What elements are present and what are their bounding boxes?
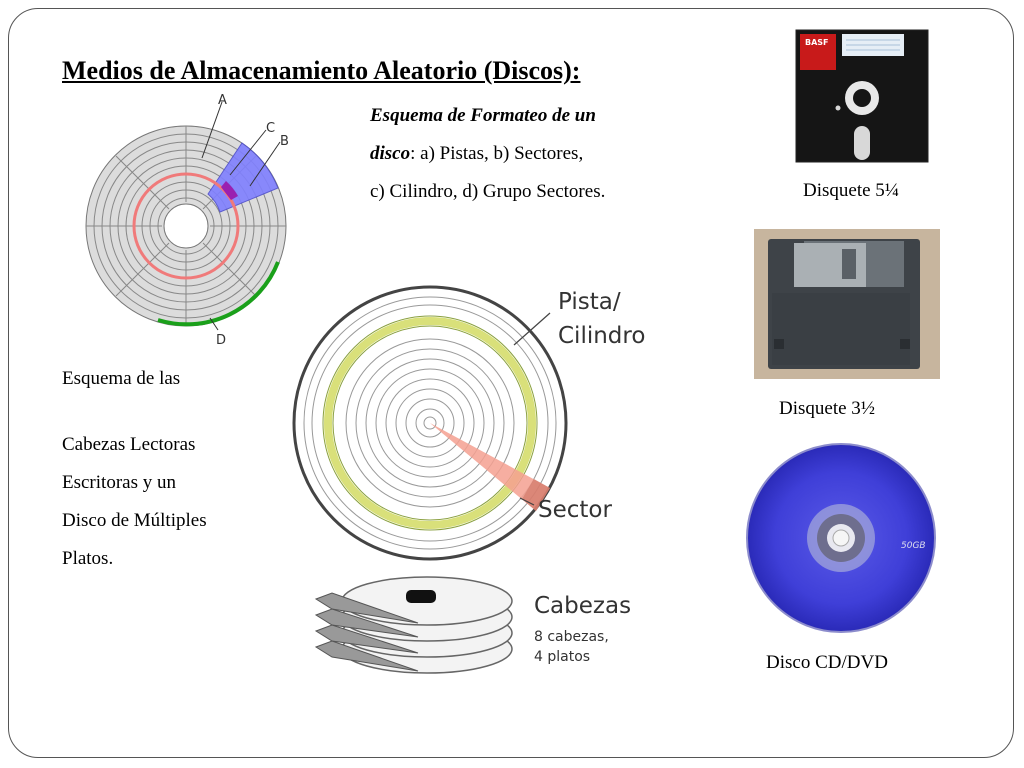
label-d: D — [216, 333, 226, 348]
desc-line2-italic: disco — [370, 143, 411, 164]
slide-title: Medios de Almacenamiento Aleatorio (Disc… — [62, 56, 581, 85]
floppy-35-caption: Disquete 3½ — [779, 398, 876, 419]
track-sector-diagram: Pista/ Cilindro Sector — [292, 285, 645, 561]
format-description: Esquema de Formateo de un disco: a) Pist… — [370, 97, 700, 211]
highlighted-track — [324, 317, 536, 529]
desc-line2-rest: : a) Pistas, b) Sectores, — [410, 143, 584, 164]
cilindro-label: Cilindro — [558, 323, 645, 349]
heads-description: Esquema de las — [62, 360, 282, 398]
group-d — [157, 261, 280, 327]
floppy-brand: BASF — [805, 38, 829, 47]
track-a — [132, 172, 240, 280]
label-b: B — [280, 134, 289, 149]
label-c: C — [266, 121, 275, 136]
floppy-525-image: BASF — [795, 29, 929, 163]
format-disk-diagram: A C B D — [85, 93, 289, 348]
cabezas-line1: 8 cabezas, — [534, 629, 609, 645]
heads-line1: Esquema de las — [62, 368, 181, 389]
heads-line3: Escritoras y un — [62, 472, 176, 493]
disc-capacity: 50GB — [901, 541, 926, 551]
sector-b — [207, 142, 279, 213]
desc-line3: c) Cilindro, d) Grupo Sectores. — [370, 181, 606, 202]
cluster-c — [221, 181, 238, 200]
sector-label: Sector — [538, 497, 612, 523]
heads-line4: Disco de Múltiples — [62, 510, 207, 531]
pista-label: Pista/ — [558, 289, 621, 315]
floppy-525-caption: Disquete 5¼ — [803, 180, 900, 201]
highlighted-sector — [430, 423, 550, 511]
cabezas-label: Cabezas — [534, 593, 631, 619]
label-a: A — [218, 93, 227, 108]
cabezas-line2: 4 platos — [534, 649, 590, 665]
disc-caption: Disco CD/DVD — [766, 652, 888, 673]
desc-line1: Esquema de Formateo de un — [370, 105, 596, 126]
spindle-icon — [406, 590, 436, 603]
heads-description-cont: Cabezas Lectoras Escritoras y un Disco d… — [62, 426, 282, 578]
disc-image: 50GB — [746, 443, 936, 633]
heads-line5: Platos. — [62, 548, 114, 569]
platters-diagram: Cabezas 8 cabezas, 4 platos — [314, 576, 631, 674]
floppy-35-image — [754, 229, 940, 379]
heads-line2: Cabezas Lectoras — [62, 434, 196, 455]
slide-frame — [8, 8, 1014, 758]
